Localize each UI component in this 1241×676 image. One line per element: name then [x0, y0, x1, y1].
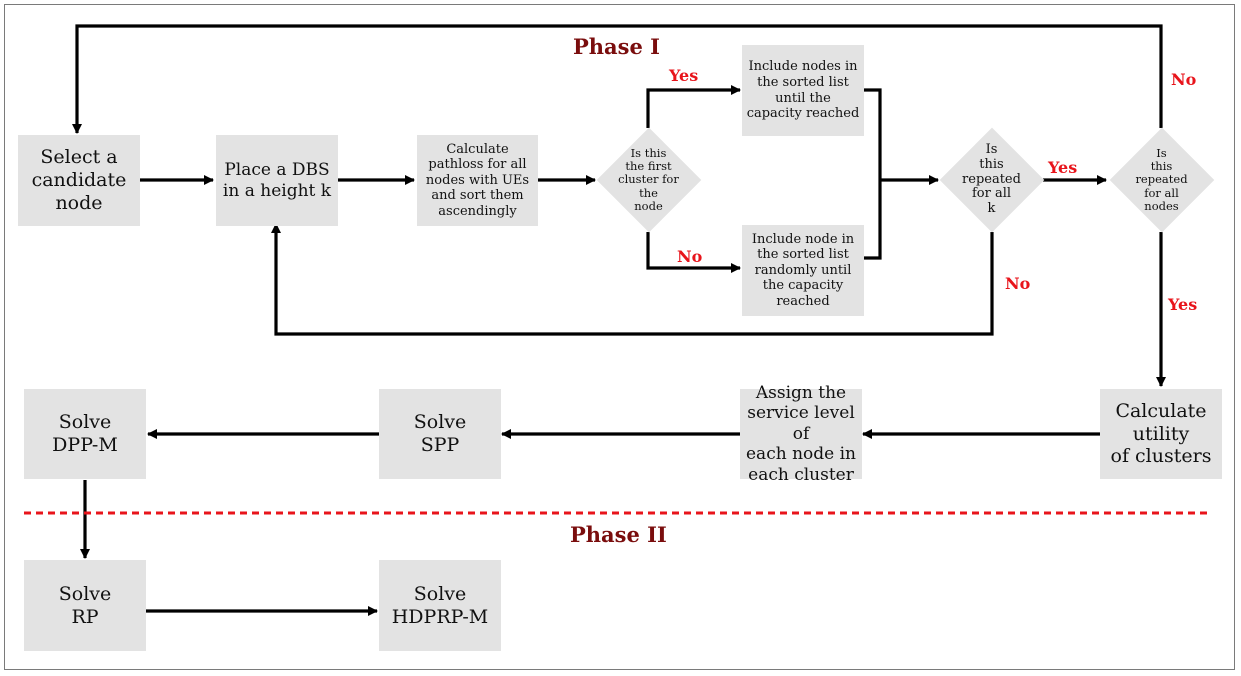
phase-one-title: Phase I: [573, 34, 660, 59]
connector-include-random-merge: [864, 180, 882, 260]
calculate-utility-text: Calculate utility of clusters: [1110, 399, 1212, 468]
include-sorted-text: Include nodes in the sorted list until t…: [746, 59, 860, 122]
repeated-all-k-text: Is this repeated for all k: [962, 141, 1021, 217]
arrow-repeated-k-no: [271, 223, 994, 336]
arrow-repeated-nodes-no: [72, 24, 1163, 134]
label-yes-repeated-nodes: Yes: [1168, 295, 1198, 314]
connector-include-sorted-merge: [864, 88, 882, 180]
assign-service-level-text: Assign the service level of each node in…: [746, 383, 856, 485]
first-cluster-decision: Is this the first cluster for the node: [596, 128, 701, 232]
arrow-first-cluster-yes: [646, 85, 741, 128]
solve-dppm-text: Solve DPP-M: [52, 411, 118, 456]
figure-frame: [4, 4, 1235, 670]
solve-spp-box: Solve SPP: [379, 389, 501, 479]
label-yes-repeated-k: Yes: [1048, 158, 1078, 177]
repeated-all-k-decision: Is this repeated for all k: [939, 128, 1044, 232]
calculate-pathloss-box: Calculate pathloss for all nodes with UE…: [417, 135, 538, 226]
label-no-repeated-k: No: [1005, 274, 1031, 293]
solve-rp-box: Solve RP: [24, 560, 146, 651]
arrow-first-cluster-no: [646, 232, 741, 273]
first-cluster-decision-text: Is this the first cluster for the node: [618, 145, 679, 213]
include-sorted-box: Include nodes in the sorted list until t…: [742, 45, 864, 136]
place-dbs-text: Place a DBS in a height k: [222, 160, 332, 201]
select-candidate-node-text: Select a candidate node: [31, 146, 127, 214]
label-no-first-cluster: No: [677, 247, 703, 266]
include-random-text: Include node in the sorted list randomly…: [751, 231, 855, 309]
solve-rp-text: Solve RP: [58, 582, 112, 628]
select-candidate-node-box: Select a candidate node: [18, 135, 140, 226]
solve-hdprpm-box: Solve HDPRP-M: [379, 560, 501, 651]
place-dbs-box: Place a DBS in a height k: [216, 135, 338, 226]
repeated-all-nodes-decision: Is this repeated for all nodes: [1109, 128, 1214, 232]
assign-service-level-box: Assign the service level of each node in…: [740, 383, 862, 485]
phase-two-title: Phase II: [570, 522, 667, 547]
solve-spp-text: Solve SPP: [413, 411, 467, 456]
label-no-repeated-nodes: No: [1171, 70, 1197, 89]
include-random-box: Include node in the sorted list randomly…: [742, 225, 864, 316]
calculate-utility-box: Calculate utility of clusters: [1100, 389, 1222, 479]
solve-hdprpm-text: Solve HDPRP-M: [391, 582, 489, 628]
solve-dppm-box: Solve DPP-M: [24, 389, 146, 479]
calculate-pathloss-text: Calculate pathloss for all nodes with UE…: [425, 141, 530, 219]
label-yes-first-cluster: Yes: [669, 66, 699, 85]
repeated-all-nodes-text: Is this repeated for all nodes: [1135, 145, 1188, 213]
